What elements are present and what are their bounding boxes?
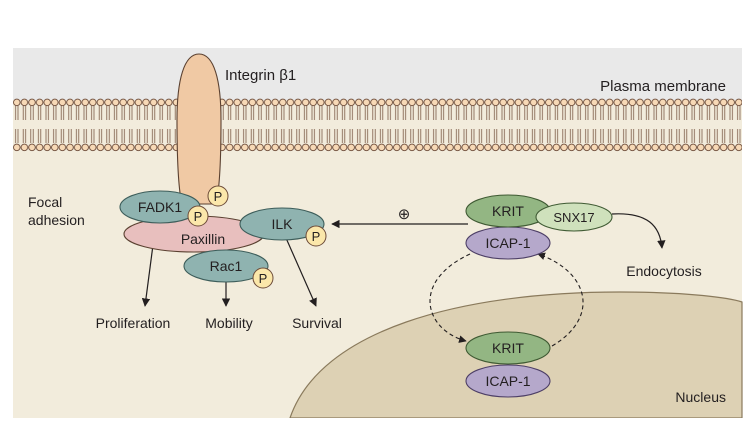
focal-adhesion-label-line2: adhesion	[28, 212, 85, 228]
dashed-arrow-to-cytoplasm	[537, 252, 584, 347]
phospho-rac1: P	[252, 267, 274, 289]
ilk	[239, 207, 325, 241]
ilk-label: ILK	[271, 216, 293, 232]
endocytosis-label: Endocytosis	[626, 263, 701, 279]
focal-adhesion-label-line1: Focal	[28, 194, 62, 210]
plasma-membrane-label: Plasma membrane	[600, 78, 726, 95]
extracellular-space	[13, 48, 742, 100]
rac1-label: Rac1	[210, 258, 243, 274]
integrin-label: Integrin β1	[225, 67, 296, 84]
snx17	[535, 202, 613, 232]
proliferation-label: Proliferation	[96, 315, 171, 331]
phospho-integrin: P	[207, 185, 229, 207]
phospho-fadk1: P	[187, 205, 209, 227]
plasma-membrane	[13, 98, 742, 152]
krit-nucleus-label: KRIT	[492, 340, 524, 356]
icap1-cytoplasm-label: ICAP-1	[485, 235, 530, 251]
survival-label: Survival	[292, 315, 342, 331]
phospho-integrin-label: P	[214, 189, 223, 204]
krit-nucleus	[465, 331, 551, 365]
plus-sign: ⊕	[398, 206, 411, 223]
snx17-label: SNX17	[553, 210, 594, 225]
icap1-nucleus	[465, 364, 551, 398]
nucleus-label: Nucleus	[675, 389, 726, 405]
phospho-ilk: P	[305, 225, 327, 247]
mobility-label: Mobility	[205, 315, 252, 331]
arrow-to-endocytosis	[611, 213, 666, 249]
rac1	[183, 249, 269, 283]
arrow-to-survival	[285, 237, 317, 307]
fadk1-label: FADK1	[138, 199, 183, 215]
phospho-rac1-label: P	[259, 271, 268, 286]
phospho-fadk1-label: P	[194, 209, 203, 224]
krit-cytoplasm-label: KRIT	[492, 203, 524, 219]
phospho-ilk-label: P	[312, 229, 321, 244]
dashed-arrow-to-nucleus	[429, 253, 471, 343]
integrin-beta1	[176, 53, 222, 205]
icap1-nucleus-label: ICAP-1	[485, 373, 530, 389]
paxillin-label: Paxillin	[181, 231, 225, 247]
